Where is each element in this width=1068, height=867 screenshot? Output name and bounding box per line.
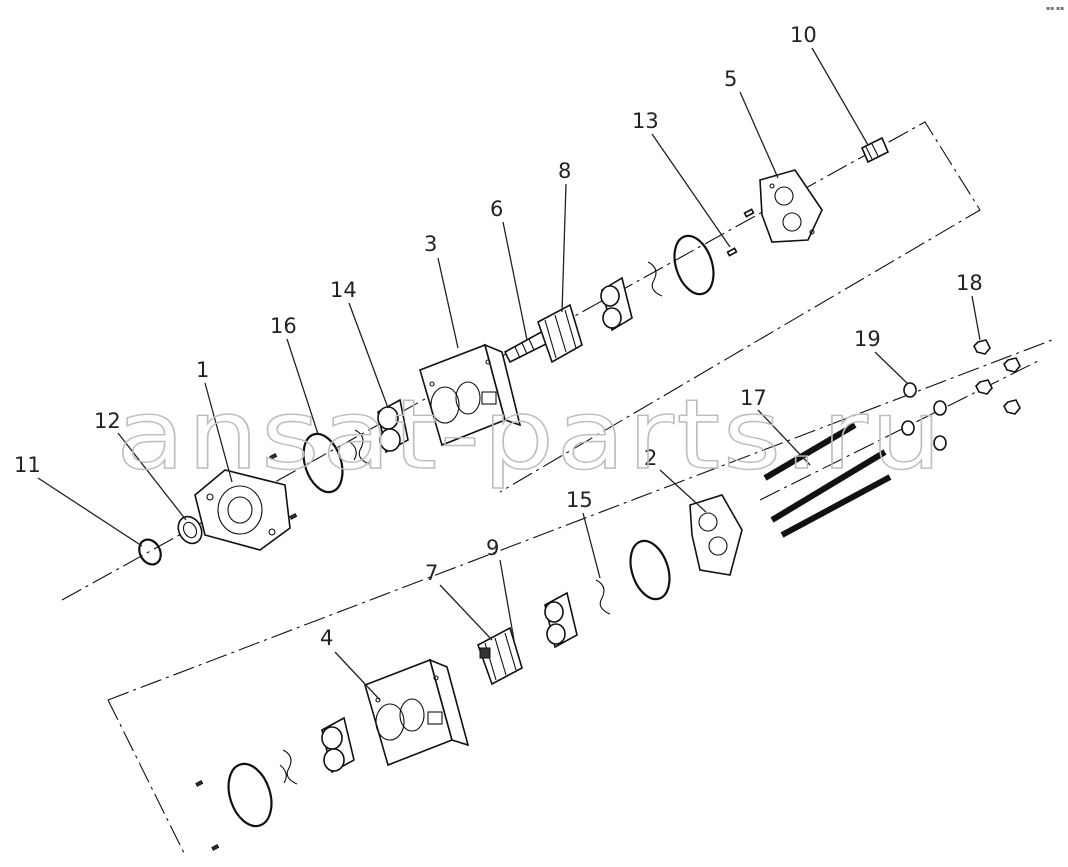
seal-clip-lower-front <box>279 749 298 785</box>
callout-labels: 1 2 3 4 5 6 7 8 9 10 11 12 13 14 15 16 1… <box>14 23 983 650</box>
leader-7 <box>439 584 493 641</box>
part-3-gear-housing <box>419 343 522 447</box>
seal-clip-upper <box>349 429 370 465</box>
callout-4: 4 <box>320 626 333 650</box>
callout-5: 5 <box>724 67 737 91</box>
leader-3 <box>437 257 459 349</box>
part-8-drive-gear <box>537 303 583 364</box>
part-11-retaining-ring <box>138 538 162 566</box>
callout-13: 13 <box>632 109 659 133</box>
dowel-pin-d <box>195 780 204 787</box>
leader-5 <box>739 91 779 179</box>
o-ring-upper-rear <box>673 234 715 296</box>
callout-1: 1 <box>196 358 209 382</box>
callout-12: 12 <box>94 409 121 433</box>
leader-14 <box>348 302 389 409</box>
part-2-rear-cover <box>689 494 743 576</box>
bushing-upper-rear <box>600 276 633 332</box>
callout-3: 3 <box>424 232 437 256</box>
dowel-pin-a <box>269 453 278 460</box>
watermark: ansat-parts.ru <box>116 379 944 491</box>
dowel-pin-c <box>743 208 755 218</box>
callout-14: 14 <box>330 278 357 302</box>
part-4-gear-housing <box>364 658 470 767</box>
part-15-seal-clip <box>595 579 611 615</box>
bushing-lower-front <box>321 716 355 774</box>
callout-11: 11 <box>14 453 41 477</box>
o-ring-lower-front <box>227 762 273 828</box>
callout-19: 19 <box>854 327 881 351</box>
seal-clip-upper-rear <box>647 261 663 297</box>
leader-19 <box>874 351 909 385</box>
callout-15: 15 <box>566 488 593 512</box>
leader-4 <box>334 651 381 701</box>
callout-6: 6 <box>490 197 503 221</box>
callout-10: 10 <box>790 23 817 47</box>
leader-10 <box>811 47 869 146</box>
leader-9 <box>499 559 515 641</box>
lower-axis-main <box>107 339 1053 701</box>
leader-17 <box>757 409 811 466</box>
leader-18 <box>971 295 981 341</box>
part-17-through-studs <box>763 422 892 538</box>
leader-15 <box>582 512 601 579</box>
leader-13 <box>651 133 731 248</box>
dowel-pin-b <box>289 513 298 520</box>
lower-axis <box>107 699 186 856</box>
leader-11 <box>37 477 143 547</box>
part-19-washers <box>901 382 947 451</box>
part-13-pin <box>726 247 738 257</box>
callout-7: 7 <box>425 561 438 585</box>
callout-2: 2 <box>644 446 657 470</box>
bushing-lower-rear <box>544 591 578 649</box>
dowel-pin-e <box>211 844 220 851</box>
leader-8 <box>561 183 567 313</box>
leader-lines <box>37 47 981 701</box>
part-16-o-ring <box>302 432 344 494</box>
leader-1 <box>204 382 233 483</box>
stud-axis <box>759 359 1041 501</box>
part-18-nuts <box>973 339 1021 415</box>
callout-18: 18 <box>956 271 983 295</box>
o-ring-lower-rear <box>629 539 671 601</box>
leader-12 <box>117 432 187 521</box>
callout-16: 16 <box>270 314 297 338</box>
part-1-front-flange <box>194 469 291 551</box>
callout-8: 8 <box>558 159 571 183</box>
part-10-fitting <box>860 136 890 164</box>
part-14-bushing <box>377 398 409 454</box>
part-7-driven-gear <box>477 626 523 686</box>
leader-6 <box>502 221 528 341</box>
corner-mark: ▪▪ ▪▪ <box>1046 5 1064 12</box>
callout-17: 17 <box>740 386 767 410</box>
leader-16 <box>286 338 319 435</box>
callout-9: 9 <box>486 536 499 560</box>
leader-2 <box>659 469 707 513</box>
part-5-rear-cover <box>759 169 823 243</box>
